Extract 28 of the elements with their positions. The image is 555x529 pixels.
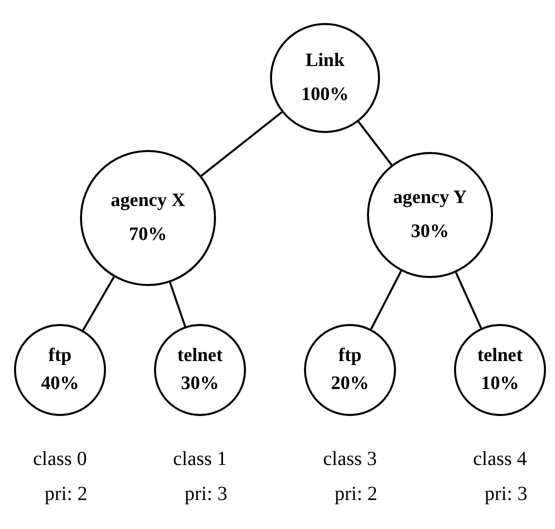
class-label: class 4 [473,448,527,471]
connector-line [200,111,282,177]
node-label: 20% [331,373,369,395]
connector-line [169,282,186,327]
class-label: class 1 [173,448,227,471]
node-label: agency Y [393,187,467,209]
node-label: 30% [181,373,219,395]
node-label: 70% [129,224,167,246]
node-label: ftp [338,345,362,367]
connector-line [82,276,115,331]
class-label: pri: 3 [484,483,528,506]
node-label: 30% [411,221,449,243]
node-label: Link [305,50,345,72]
connector-line [358,121,392,166]
class-label: class 3 [323,448,377,471]
connector-line [370,270,402,330]
class-label: class 0 [33,448,87,471]
node-label: ftp [48,345,72,367]
node-label: 40% [41,373,79,395]
node-label: 100% [301,84,349,106]
class-label: pri: 2 [334,483,378,506]
class-label: pri: 2 [44,483,88,506]
node-label: telnet [477,345,523,367]
connector-line [455,272,482,328]
class-label: pri: 3 [184,483,228,506]
node-label: telnet [177,345,223,367]
node-label: 10% [481,373,519,395]
node-label: agency X [110,190,186,212]
